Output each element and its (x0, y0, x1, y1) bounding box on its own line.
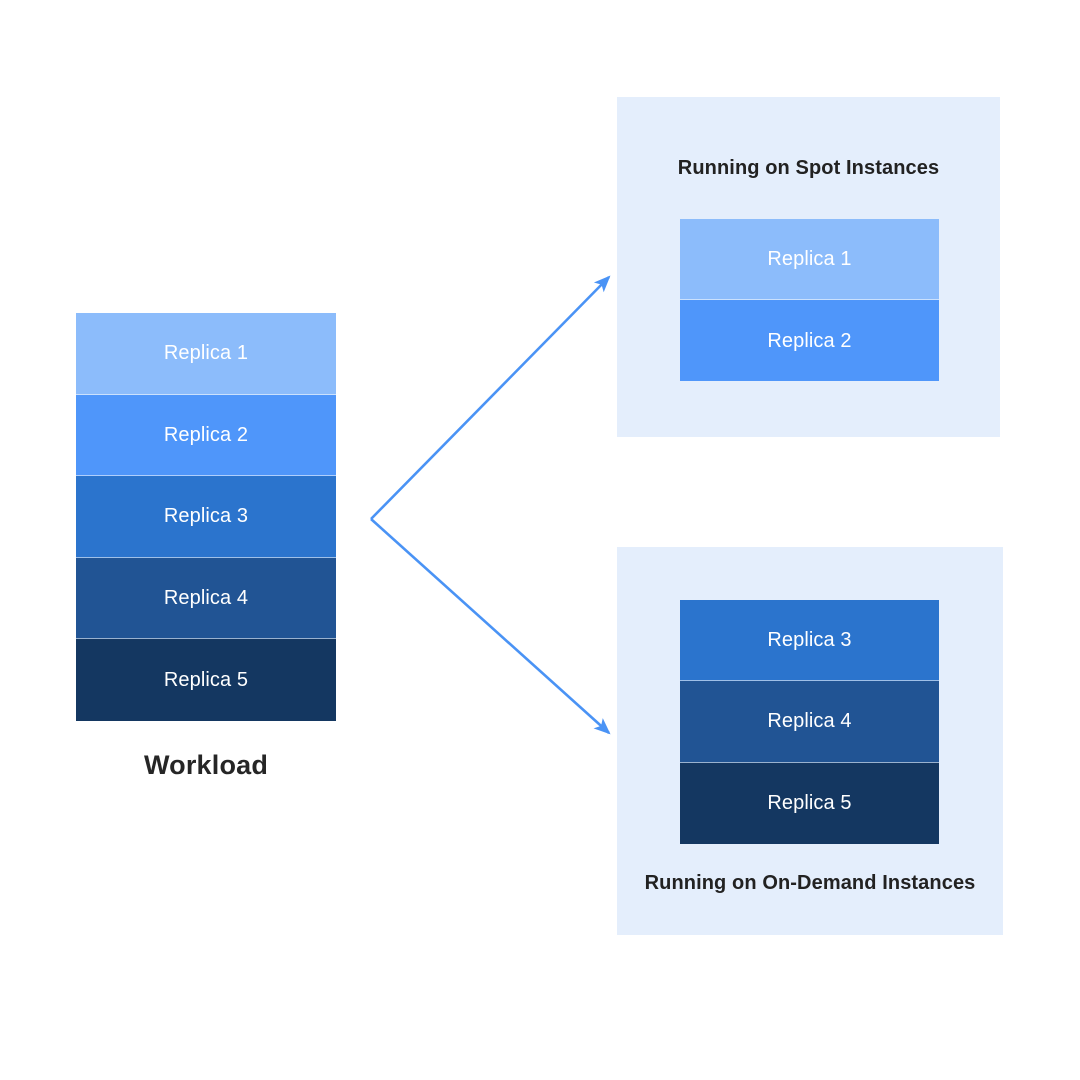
spot-replica-2-label: Replica 2 (767, 329, 852, 352)
ondemand-replica-5: Replica 5 (680, 762, 939, 844)
spot-replica-1-label: Replica 1 (767, 248, 852, 270)
workload-replica-5: Replica 5 (76, 639, 336, 721)
workload-replica-3-label: Replica 3 (163, 505, 249, 528)
workload-replica-4-label: Replica 4 (163, 587, 249, 610)
ondemand-instances-title: Running on On-Demand Instances (644, 872, 976, 894)
ondemand-replica-4-label: Replica 4 (767, 710, 852, 733)
ondemand-replica-3-label: Replica 3 (767, 629, 852, 652)
workload-replica-5-label: Replica 5 (163, 669, 249, 692)
workload-stack: Replica 1 Replica 2 Replica 3 Replica 4 … (76, 313, 336, 721)
spot-replica-2: Replica 2 (680, 300, 939, 381)
workload-replica-3: Replica 3 (76, 476, 336, 558)
workload-replica-1: Replica 1 (76, 313, 336, 395)
workload-replica-1-label: Replica 1 (163, 342, 249, 365)
workload-replica-2-label: Replica 2 (163, 423, 249, 446)
workload-label: Workload (143, 750, 269, 780)
workload-replica-2: Replica 2 (76, 394, 336, 477)
spot-replica-group: Replica 1 Replica 2 (680, 219, 939, 381)
ondemand-replica-4: Replica 4 (680, 681, 939, 763)
ondemand-replica-5-label: Replica 5 (767, 792, 852, 815)
arrow-to-ondemand-icon (370, 518, 611, 735)
spot-replica-1: Replica 1 (680, 219, 939, 300)
spot-instances-title: Running on Spot Instances (677, 157, 940, 179)
arrow-to-spot-icon (370, 275, 611, 520)
ondemand-replica-group: Replica 3 Replica 4 Replica 5 (680, 600, 939, 844)
ondemand-replica-3: Replica 3 (680, 600, 939, 682)
workload-replica-4: Replica 4 (76, 557, 336, 640)
